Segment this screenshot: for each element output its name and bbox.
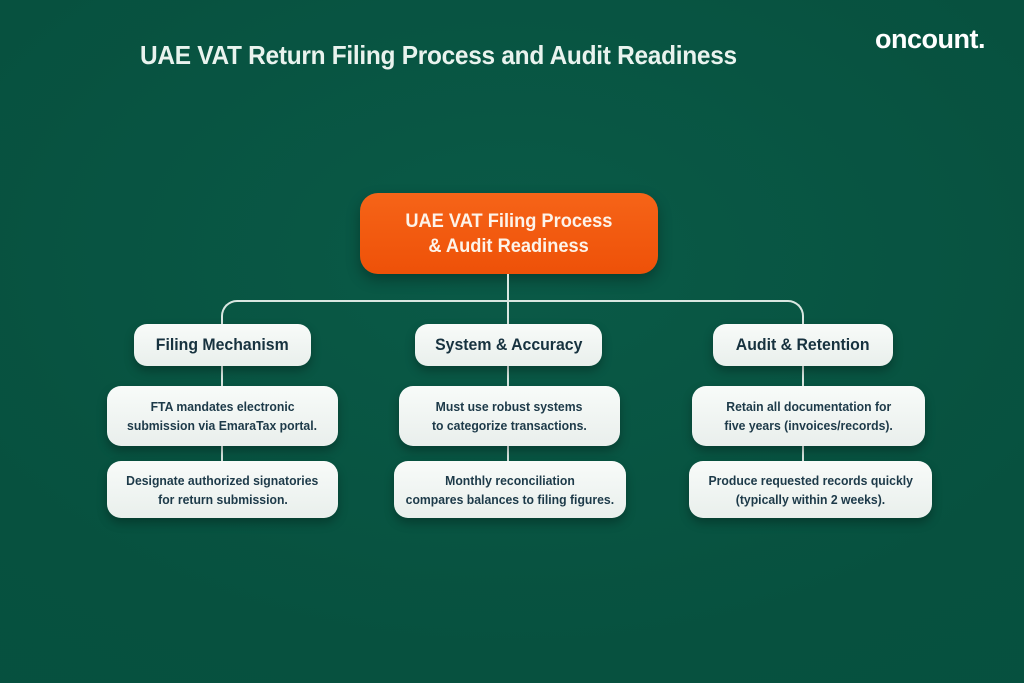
connector-stub-col2-top <box>507 365 509 387</box>
card-text-line: five years (invoices/records). <box>724 418 893 433</box>
card-text-line: compares balances to filing figures. <box>405 491 615 507</box>
branch-header-label: System & Accuracy <box>434 335 583 354</box>
card-text-line: Must use robust systems <box>436 399 583 414</box>
branch-header-system-accuracy: System & Accuracy <box>415 324 602 366</box>
card-text-line: submission via EmaraTax portal. <box>127 418 318 433</box>
card-text-line: FTA mandates electronic <box>150 399 295 414</box>
card-text-line: Produce requested records quickly <box>708 472 913 488</box>
card-text-line: (typically within 2 weeks). <box>735 491 886 507</box>
connector-stub-col2-bottom <box>507 445 509 463</box>
connector-stub-col3-top <box>802 365 804 387</box>
brand-logo: oncount. <box>875 24 985 54</box>
connector-bracket <box>221 300 804 326</box>
root-node-line2: & Audit Readiness <box>428 235 590 257</box>
page-title: UAE VAT Return Filing Process and Audit … <box>140 40 737 70</box>
branch-header-label: Audit & Retention <box>736 335 870 354</box>
branch-header-label: Filing Mechanism <box>156 335 289 354</box>
root-node: UAE VAT Filing Process & Audit Readiness <box>360 193 658 274</box>
card-text-line: Retain all documentation for <box>725 399 891 414</box>
branch-header-audit-retention: Audit & Retention <box>713 324 893 366</box>
card-text-line: Monthly reconciliation <box>445 472 575 488</box>
info-card-filing-2: Designate authorized signatories for ret… <box>107 461 338 518</box>
card-text-line: for return submission. <box>157 491 288 507</box>
connector-root-stem <box>507 274 509 324</box>
card-text-line: to categorize transactions. <box>432 418 587 433</box>
root-node-line1: UAE VAT Filing Process <box>405 210 613 232</box>
info-card-system-1: Must use robust systems to categorize tr… <box>399 386 620 446</box>
info-card-audit-2: Produce requested records quickly (typic… <box>689 461 932 518</box>
info-card-filing-1: FTA mandates electronic submission via E… <box>107 386 338 446</box>
info-card-system-2: Monthly reconciliation compares balances… <box>394 461 626 518</box>
connector-stub-col3-bottom <box>802 445 804 463</box>
connector-stub-col1-bottom <box>221 445 223 463</box>
connector-stub-col1-top <box>221 365 223 387</box>
card-text-line: Designate authorized signatories <box>126 472 319 488</box>
branch-header-filing-mechanism: Filing Mechanism <box>134 324 311 366</box>
info-card-audit-1: Retain all documentation for five years … <box>692 386 925 446</box>
